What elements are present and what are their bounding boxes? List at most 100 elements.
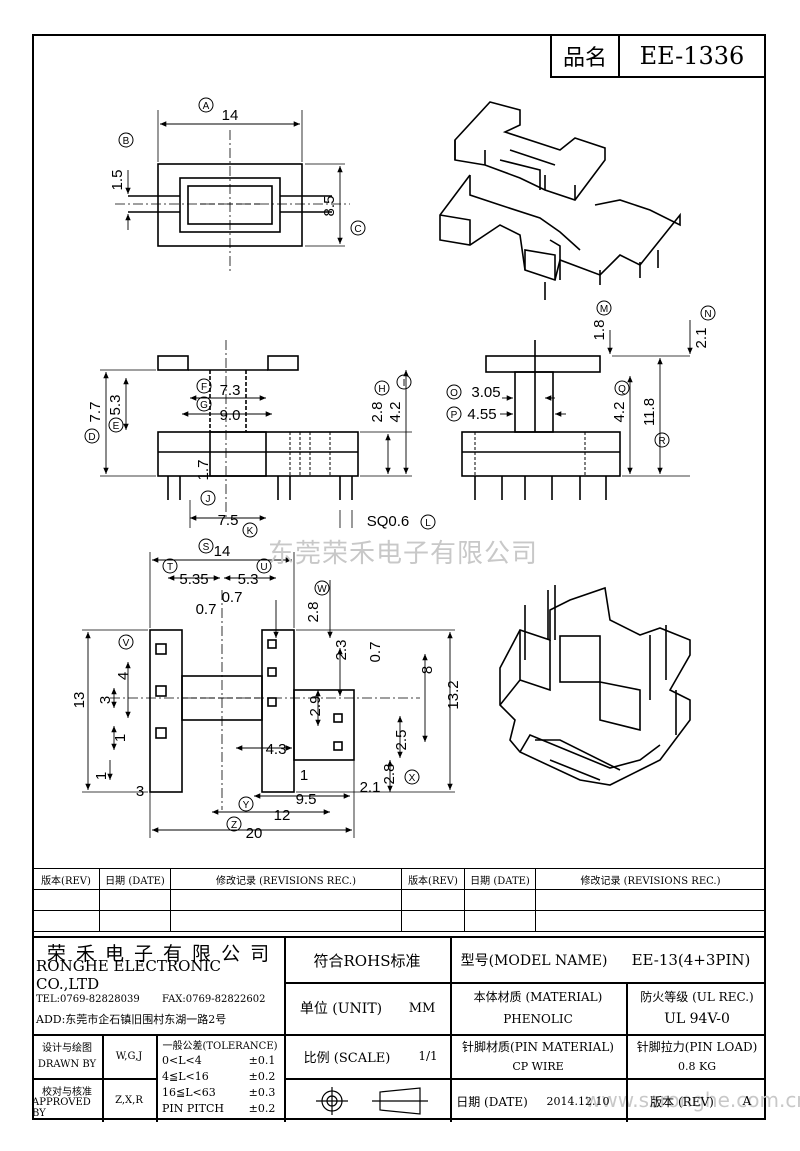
marker-u-circle: [256, 558, 272, 574]
dim-r-value: 11.8: [641, 398, 658, 426]
dim-i-value: 4.2: [387, 402, 404, 423]
dim-3b-value: 3: [136, 783, 144, 800]
marker-e-circle: [108, 417, 124, 433]
bottom-view: [82, 552, 455, 838]
marker-d-circle: [84, 428, 100, 444]
marker-l: L: [425, 518, 431, 529]
marker-o-circle: [446, 384, 462, 400]
date-header: 日期 (DATE): [99, 868, 171, 890]
dim-k-value: 7.5: [218, 512, 239, 529]
marker-c-circle: [350, 220, 366, 236]
marker-x-circle: [404, 769, 420, 785]
pin-material-value: CP WIRE: [512, 1059, 564, 1073]
marker-z-circle: [226, 816, 242, 832]
marker-e: E: [113, 421, 120, 432]
marker-m-circle: [596, 300, 612, 316]
company-name-en: RONGHE ELECTRONIC CO.,LTD: [36, 957, 221, 993]
approver-label-cn: 校对与核准: [42, 1086, 92, 1098]
marker-z: Z: [231, 820, 237, 831]
rec-header: 修改记录 (REVISIONS REC.): [170, 868, 402, 890]
dim-3-value: 3: [97, 696, 114, 704]
tolerance-value: ±0.1: [248, 1053, 276, 1067]
marker-j: J: [206, 494, 211, 505]
marker-y-circle: [238, 796, 254, 812]
dim-w-value: 2.8: [305, 602, 322, 623]
dim-t-value: 5.35: [179, 571, 208, 588]
marker-v: V: [123, 638, 130, 649]
isometric-view-bottom: [499, 585, 691, 786]
rev-header: 版本(REV): [32, 868, 100, 890]
rev-value: A: [742, 1094, 752, 1108]
scale-label: 比例 (SCALE): [303, 1050, 391, 1066]
model-value: EE-13(4+3PIN): [631, 951, 751, 969]
material-label: 本体材质 (MATERIAL): [473, 989, 603, 1004]
marker-h-circle: [374, 380, 390, 396]
marker-o: O: [450, 388, 458, 399]
dim-1c-value: 1: [300, 767, 308, 784]
dim-8-value: 8: [419, 666, 436, 674]
rec-header-2: 修改记录 (REVISIONS REC.): [535, 868, 766, 890]
marker-a: A: [203, 101, 210, 112]
fire-rating-value: UL 94V-0: [664, 1011, 730, 1027]
dim-12-value: 12: [274, 807, 291, 824]
marker-r-circle: [654, 432, 670, 448]
technical-drawing: A B C D E F G H I J K L M N O P Q R S T …: [71, 97, 716, 842]
marker-t: T: [167, 562, 173, 573]
marker-g-circle: [196, 396, 212, 412]
tolerance-title: 一般公差(TOLERANCE): [162, 1040, 278, 1052]
drawing-sheet: 品名 EE-1336: [32, 34, 766, 1120]
marker-w-circle: [314, 580, 330, 596]
dim-43-value: 4.3: [266, 741, 287, 758]
dim-u-value: 5.3: [238, 571, 259, 588]
marker-h: H: [378, 384, 385, 395]
isometric-view-top: [439, 101, 681, 300]
dim-25-value: 2.5: [393, 730, 410, 751]
tolerance-value: ±0.2: [248, 1101, 276, 1115]
title-block: 品名 EE-1336: [550, 36, 764, 78]
watermark-company: 东莞荣禾电子有限公司: [268, 539, 539, 569]
dim-4-value: 4: [115, 672, 132, 680]
tolerance-range: 0<L<4: [162, 1053, 202, 1067]
tolerance-value: ±0.2: [248, 1069, 276, 1083]
dim-132-value: 13.2: [445, 680, 462, 709]
pin-material-label: 针脚材质(PIN MATERIAL): [462, 1039, 614, 1054]
dim-95-value: 9.5: [296, 791, 317, 808]
scale-value: 1/1: [418, 1049, 438, 1063]
fire-rating-label: 防火等级 (UL REC.): [640, 989, 754, 1004]
dim-07c-value: 0.7: [367, 642, 384, 663]
company-fax: FAX:0769-82822602: [162, 993, 266, 1005]
date-label: 日期 (DATE): [456, 1094, 528, 1109]
marker-k: K: [247, 526, 254, 537]
pin-load-label: 针脚拉力(PIN LOAD): [636, 1039, 758, 1054]
dim-s-value: 14: [214, 543, 231, 560]
dim-o-value: 3.05: [471, 384, 500, 401]
dim-b-value: 1.5: [109, 170, 126, 191]
dim-g-value: 9.0: [220, 407, 241, 424]
marker-s: S: [203, 542, 210, 553]
part-number: EE-1336: [639, 42, 745, 70]
material-value: PHENOLIC: [503, 1012, 573, 1026]
tolerance-value: ±0.3: [248, 1085, 276, 1099]
revision-table: 版本(REV) 日期 (DATE) 修改记录 (REVISIONS REC.) …: [32, 868, 766, 932]
dim-h-value: 2.8: [369, 402, 386, 423]
model-label: 型号(MODEL NAME): [460, 953, 608, 969]
marker-w: W: [317, 584, 327, 595]
approver-label-en: APPROVED BY: [32, 1097, 91, 1119]
marker-p-circle: [446, 406, 462, 422]
marker-g: G: [200, 400, 208, 411]
dim-20-value: 20: [246, 825, 263, 842]
marker-u: U: [260, 562, 267, 573]
dim-07b-value: 0.7: [222, 589, 243, 606]
top-view: [115, 110, 350, 272]
marker-k-circle: [242, 522, 258, 538]
marker-b-circle: [118, 132, 134, 148]
company-tel: TEL:0769-82828039: [36, 993, 140, 1005]
dim-21-value: 2.1: [360, 779, 381, 796]
marker-q: Q: [618, 384, 626, 395]
projection-symbol-icon: [316, 1087, 428, 1115]
marker-x: X: [409, 773, 416, 784]
marker-l-circle: [420, 514, 436, 530]
marker-p: P: [451, 410, 458, 421]
dim-13-value: 13: [71, 692, 88, 709]
dim-1a-value: 1: [112, 734, 129, 742]
